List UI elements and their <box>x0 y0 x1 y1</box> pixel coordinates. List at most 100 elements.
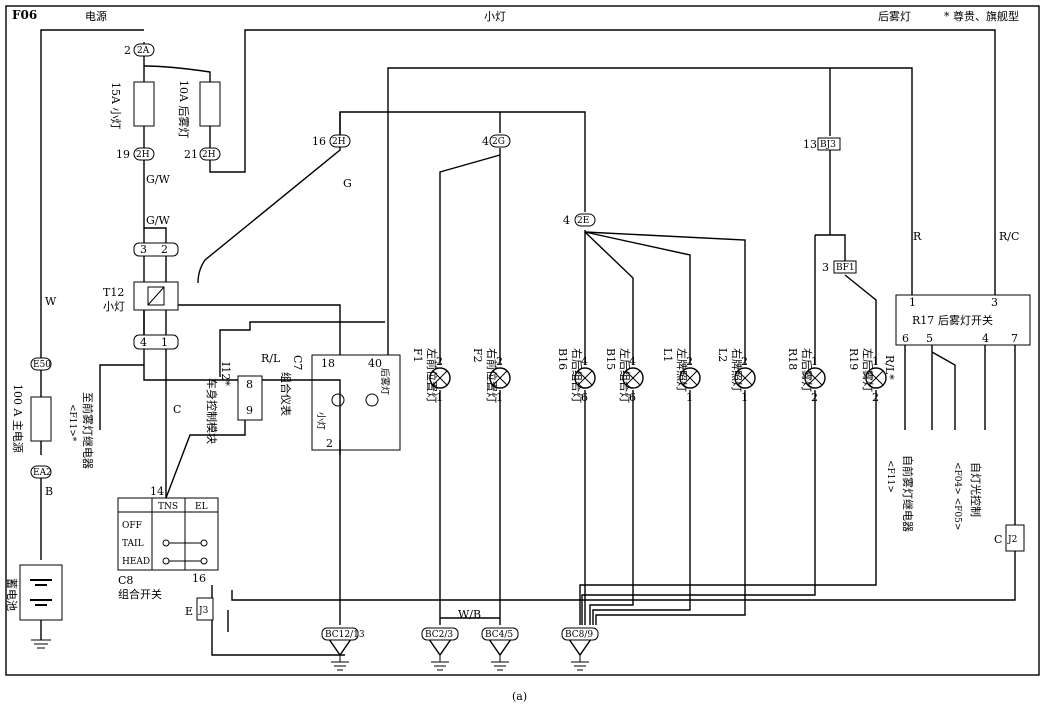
i12-id: I12* <box>219 362 232 386</box>
connector-2a <box>133 43 155 57</box>
model-note: * 尊贵、旗舰型 <box>944 9 1019 23</box>
wire-label-r: R <box>913 230 922 243</box>
figure-caption: (a) <box>512 690 527 703</box>
connector-2h-19-label: 2H <box>136 150 150 160</box>
lamp-bottom-pin: 1 <box>686 391 693 404</box>
relay-t12: 3 2 4 1 T12 小灯 <box>103 242 179 350</box>
relay-t12-coil <box>147 286 165 306</box>
lamp-id: L2 <box>716 348 729 362</box>
fuse-small <box>133 81 155 127</box>
r17-pin-7: 7 <box>1011 332 1018 345</box>
wire-label-w: W <box>45 295 57 308</box>
c7-lamp-fog <box>365 393 379 407</box>
c7-lamp1-label: 小灯 <box>315 412 326 430</box>
relay-t12-connector-bottom <box>133 334 179 350</box>
connector-2h-16-label: 2H <box>332 137 346 147</box>
connector-bj3-label: BJ3 <box>820 140 836 150</box>
connector-2h-21 <box>199 147 221 161</box>
connector-bf1-label: BF1 <box>836 263 855 273</box>
c7-pin-40: 40 <box>368 357 382 370</box>
lamp-bottom-pin: 1 <box>436 391 443 404</box>
c7-pin-2: 2 <box>326 437 333 450</box>
lamp-top-pin: 2 <box>496 355 503 368</box>
lamp-top-pin: 2 <box>436 355 443 368</box>
connector-2e-pin: 4 <box>563 214 570 227</box>
lamp-bottom-pin: 1 <box>741 391 748 404</box>
lamp-name: 右后雾灯 <box>800 348 814 392</box>
connector-2e-label: 2E <box>577 216 589 226</box>
connectors: 2A 2 2H 19 2H 21 2H 16 2G 4 2E 4 BJ3 13 … <box>30 43 1025 621</box>
r17-pin-4: 4 <box>982 332 989 345</box>
relay-pin-2: 2 <box>161 243 168 256</box>
connector-j2 <box>1005 524 1025 552</box>
lamp-name: 右前位置灯 <box>485 348 499 403</box>
ground-label: BC2/3 <box>425 630 453 640</box>
r17-pin-6: 6 <box>902 332 909 345</box>
c8-row-head: HEAD <box>122 557 150 567</box>
wire-label-rl: R/L <box>261 352 281 365</box>
connector-j3-label: J3 <box>198 606 209 616</box>
battery-box <box>19 564 63 621</box>
ref-battery: 蓄电池 <box>5 578 18 611</box>
ground-connector <box>561 627 599 641</box>
connector-2h-19-pin: 19 <box>116 148 130 161</box>
relay-t12-label: 小灯 <box>103 300 125 313</box>
r17-rear-fog-switch: 1 3 6 5 4 7 R17 后雾灯开关 <box>895 294 1031 346</box>
ground-bc12-13: BC12/13 <box>321 627 365 671</box>
lamp-top-pin: 2 <box>686 355 693 368</box>
lamp-bottom-pin: 6 <box>581 391 588 404</box>
battery <box>19 564 63 649</box>
lamp-top-pin: 4 <box>581 355 588 368</box>
ref-from-fog-relay-code: <F11> <box>885 460 895 493</box>
c7-box <box>311 354 401 451</box>
i12-pin-8: 8 <box>246 378 253 391</box>
i12-name: 车身控制模块 <box>205 378 219 444</box>
relay-pin-3: 3 <box>140 243 147 256</box>
ref-from-fog-relay: 自前雾灯继电器 <box>901 455 915 532</box>
c8-box <box>117 497 219 571</box>
fuse-fog-label: 10A 后雾灯 <box>177 80 190 138</box>
connector-bj3-pin: 13 <box>803 138 817 151</box>
ground-connector <box>421 627 459 641</box>
fuse-small-label: 15A 小灯 <box>109 82 122 129</box>
i12-pin-9: 9 <box>246 404 253 417</box>
lamp-name: 右后组合灯 <box>570 348 584 403</box>
r17-name: 后雾灯开关 <box>938 313 993 327</box>
lamp-id: F1 <box>411 348 424 363</box>
connector-j3 <box>196 597 214 621</box>
fuse-fog <box>199 81 221 127</box>
lamp-name: 左牌照灯 <box>675 348 689 392</box>
ref-to-fog-relay: 至前雾灯继电器 <box>81 392 95 469</box>
lamp-id: F2 <box>471 348 484 363</box>
ground-bc2-3: BC2/3 <box>421 627 459 671</box>
rear-fog-label: 后雾灯 <box>878 10 911 23</box>
r17-box <box>895 294 1031 346</box>
wire-label-gw-1: G/W <box>146 173 170 186</box>
connector-2h-16 <box>329 134 351 148</box>
wire-label-c: C <box>173 403 181 416</box>
ground-bc4-5: BC4/5 <box>481 627 519 671</box>
c8-name: 组合开关 <box>118 587 162 601</box>
r17-id: R17 <box>912 314 934 327</box>
lamp-bottom-pin: 1 <box>496 391 503 404</box>
ref-to-fog-relay-code: <F11>* <box>67 404 77 442</box>
c7-lamp2-label: 后雾灯 <box>379 368 390 395</box>
wire-label-gw-2: G/W <box>146 214 170 227</box>
fuse-main-label: 100 A 主电源 <box>11 384 25 453</box>
power-label: 电源 <box>85 9 107 23</box>
fuse-main <box>30 396 52 442</box>
ground-connector <box>481 627 519 641</box>
connector-2a-pin: 2 <box>124 44 131 57</box>
r17-pin-5: 5 <box>926 332 933 345</box>
wire-label-wb: W/B <box>458 608 481 621</box>
lamp-top-pin: 1 <box>872 355 879 368</box>
c7-id: C7 <box>291 355 304 370</box>
r17-pin-3: 3 <box>991 296 998 309</box>
lamp-top-pin: 4 <box>629 355 636 368</box>
